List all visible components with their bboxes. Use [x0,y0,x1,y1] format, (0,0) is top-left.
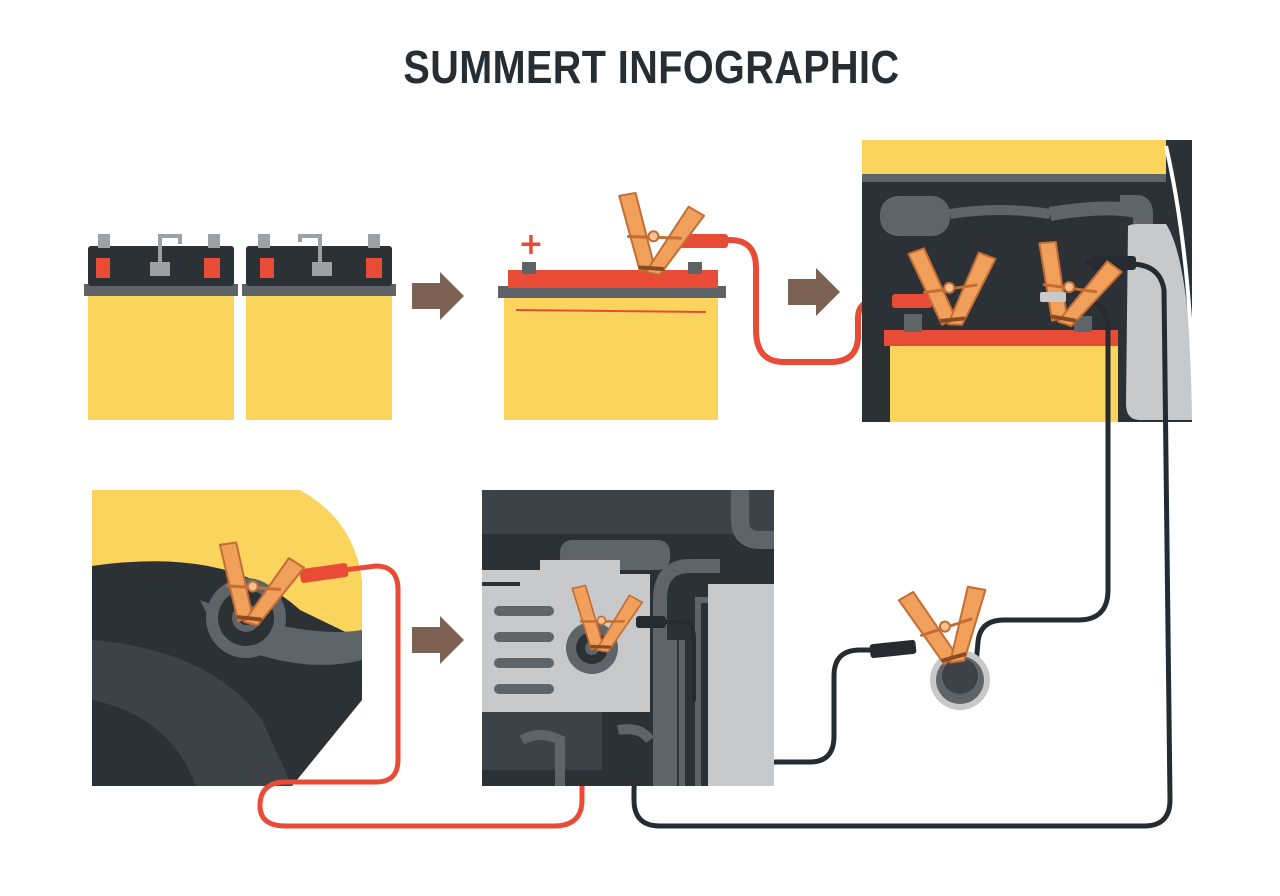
single-battery-with-clamp-icon: + [498,189,905,420]
positive-symbol: + [518,227,543,262]
page-title: SUMMERT INFOGRAPHIC [403,41,900,93]
positive-cable-a [669,236,905,365]
negative-cable-a [631,259,1173,829]
two-batteries-icon [84,234,396,420]
battery-right [242,234,396,420]
engine-block-ground-icon [482,490,774,786]
step-arrow-icon [412,616,464,664]
ground-bolt-icon [869,570,1005,710]
engine-bay-battery-icon [631,140,1196,829]
battery-left [84,234,238,420]
step-arrow-icon [788,268,840,316]
vehicle-ground-point-icon [92,490,637,829]
negative-cable-b [973,297,1111,667]
step-arrow-icon [412,272,464,320]
